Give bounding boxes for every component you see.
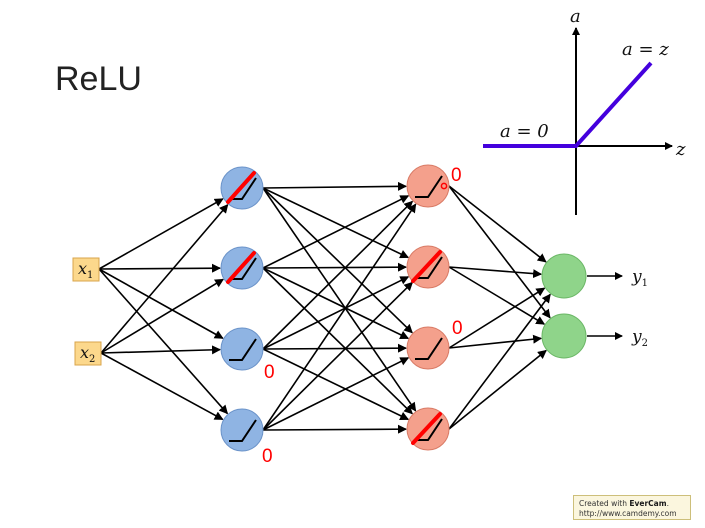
relu-icon <box>229 338 257 361</box>
neuron <box>220 327 264 371</box>
edge-input1-l1n2 <box>98 263 222 273</box>
relu-icon <box>415 256 443 279</box>
edge-l1n3-l2n2 <box>262 276 410 350</box>
input-label: x2 <box>80 343 95 365</box>
zero-mark-layer2-neuron1: 0 <box>451 165 462 186</box>
edge-l1n2-l2n1 <box>262 195 410 269</box>
layer1-neuron-4 <box>220 408 264 452</box>
edge-l2n2-out1 <box>448 266 543 279</box>
edge-input1-l1n3 <box>98 268 224 339</box>
relu-icon <box>415 418 443 441</box>
edge-l1n4-l2n1 <box>262 203 417 431</box>
edge-input2-l1n2 <box>100 278 225 354</box>
active-path-mark <box>226 251 256 284</box>
relu-curve <box>483 61 653 148</box>
edge-l1n4-l2n2 <box>262 281 414 431</box>
watermark-url: http://www.camdemy.com <box>579 509 677 518</box>
operating-point-mark <box>440 182 448 190</box>
evercam-watermark: Created with EverCam. http://www.camdemy… <box>573 495 691 520</box>
relu-icon <box>415 175 443 198</box>
edge-l1n3-l2n1 <box>262 200 414 350</box>
layer2-neuron-4 <box>406 407 450 451</box>
neuron <box>406 164 450 208</box>
edge-input2-l1n4 <box>100 352 224 421</box>
edge-l2n3-out2 <box>448 334 543 349</box>
network-connections <box>98 181 551 434</box>
edge-l1n3-l2n3 <box>262 343 408 353</box>
active-path-mark <box>411 250 442 283</box>
edge-l1n1-l2n3 <box>262 187 413 334</box>
relu-icon <box>415 337 443 360</box>
zero-mark-layer1-neuron3: 0 <box>264 362 275 383</box>
output-label-y2: y2 <box>631 327 648 349</box>
z-axis-label: z <box>675 139 686 160</box>
relu-icon <box>230 257 257 280</box>
layer1-neuron-3 <box>220 327 264 371</box>
watermark-prefix: Created with <box>579 499 627 508</box>
edge-l2n4-out2 <box>448 349 547 430</box>
a-axis-label: a <box>570 6 581 27</box>
edge-input1-l1n4 <box>98 268 229 415</box>
relu-icon <box>229 419 257 442</box>
relu-icon <box>230 177 257 200</box>
output-label-y1: y1 <box>631 267 648 289</box>
edge-l1n1-l2n4 <box>262 187 417 412</box>
edge-l1n3-l2n4 <box>262 348 410 421</box>
edge-l1n2-l2n2 <box>262 262 408 272</box>
watermark-brand: EverCam <box>629 499 667 508</box>
output-neuron-2 <box>541 313 587 359</box>
edge-l1n4-l2n4 <box>262 424 408 434</box>
edge-l2n3-out1 <box>448 287 546 349</box>
input-x1: x1 <box>72 257 100 282</box>
zero-mark-layer1-neuron4: 0 <box>262 446 273 467</box>
zero-mark-layer2-neuron3: 0 <box>452 318 463 339</box>
edge-l2n4-out1 <box>448 293 551 430</box>
neuron <box>406 326 450 370</box>
edge-l1n4-l2n3 <box>262 357 410 431</box>
edge-input2-l1n1 <box>100 203 229 354</box>
edge-l1n2-l2n3 <box>262 267 410 340</box>
active-path-mark <box>411 412 442 445</box>
input-box <box>74 341 102 366</box>
layer1-neuron-2 <box>220 246 264 290</box>
identity-region-label: a = z <box>622 39 669 60</box>
layer2-neuron-3 <box>406 326 450 370</box>
edge-l1n1-l2n1 <box>262 181 408 191</box>
input-box <box>72 257 100 282</box>
edge-input1-l1n1 <box>98 198 224 270</box>
edge-l2n1-out1 <box>448 185 547 263</box>
input-label: x1 <box>78 259 93 281</box>
edge-input2-l1n3 <box>100 345 222 355</box>
slide-title: ReLU <box>55 60 142 98</box>
input-x2: x2 <box>74 341 102 366</box>
layer1-neuron-1 <box>220 166 264 210</box>
watermark-line1: Created with EverCam. <box>579 499 669 508</box>
edge-l1n2-l2n4 <box>262 267 413 415</box>
layer2-neuron-2 <box>406 245 450 289</box>
neuron <box>220 408 264 452</box>
zero-region-label: a = 0 <box>500 121 549 142</box>
edge-l1n1-l2n2 <box>262 187 410 259</box>
active-path-mark <box>226 171 256 204</box>
edge-l2n2-out2 <box>448 266 546 325</box>
output-neuron-1 <box>541 253 587 299</box>
layer2-neuron-1 <box>406 164 450 208</box>
relu-graph: a z a = 0 a = z <box>483 6 686 215</box>
